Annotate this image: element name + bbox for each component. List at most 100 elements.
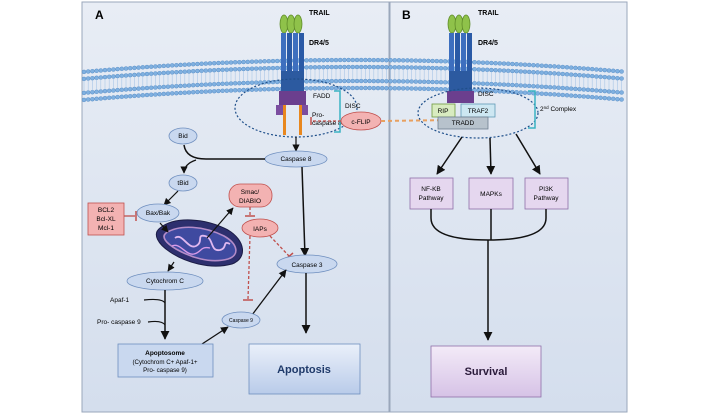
membrane-bead — [472, 60, 477, 65]
membrane-bead — [573, 72, 578, 78]
membrane-bead — [232, 88, 238, 93]
membrane-bead — [430, 79, 435, 85]
membrane-bead — [153, 64, 158, 69]
membrane-bead — [409, 58, 414, 63]
membrane-bead — [581, 73, 586, 78]
membrane-bead — [535, 91, 540, 96]
membrane-bead — [367, 78, 372, 84]
membrane-bead — [552, 64, 557, 69]
membrane-bead — [367, 57, 372, 63]
membrane-bead — [556, 92, 561, 97]
tradd-label: TRADD — [452, 120, 475, 127]
membrane-bead — [94, 96, 99, 102]
membrane-bead — [569, 86, 574, 91]
membrane-bead — [413, 58, 418, 63]
membrane-bead — [161, 63, 167, 69]
membrane-bead — [493, 67, 498, 73]
membrane-bead — [90, 89, 95, 95]
membrane-bead — [472, 67, 477, 72]
membrane-bead — [90, 96, 95, 102]
membrane-bead — [106, 88, 112, 94]
membrane-bead — [518, 83, 523, 88]
membrane-bead — [153, 92, 158, 97]
membrane-bead — [493, 88, 498, 94]
membrane-bead — [569, 93, 574, 98]
membrane-bead — [312, 65, 318, 70]
membrane-bead — [413, 79, 418, 84]
membrane-bead — [560, 71, 565, 77]
membrane-bead — [560, 64, 565, 70]
membrane-bead — [417, 58, 423, 63]
membrane-bead — [190, 82, 196, 88]
membrane-bead — [304, 65, 309, 70]
membrane-bead — [489, 67, 494, 73]
membrane-bead — [182, 83, 188, 88]
membrane-bead — [178, 62, 183, 68]
membrane-bead — [148, 64, 154, 69]
membrane-bead — [560, 92, 565, 98]
membrane-bead — [602, 74, 607, 80]
complex2-to-pi3k-arrow — [515, 133, 541, 175]
membrane-bead — [174, 83, 179, 89]
membrane-bead — [527, 69, 532, 75]
membrane-bead — [476, 60, 481, 65]
membrane-bead — [140, 72, 146, 77]
membrane-bead — [548, 63, 553, 69]
complex2-outline — [417, 87, 539, 139]
membrane-bead — [543, 63, 549, 69]
caspase3-node — [276, 254, 338, 274]
membrane-bead — [606, 96, 612, 101]
membrane-bead — [132, 93, 137, 99]
membrane-bead — [371, 85, 376, 91]
membrane-bead — [405, 58, 410, 63]
membrane-bead — [560, 85, 565, 91]
membrane-bead — [199, 68, 204, 74]
nfkb-label-2: Pathway — [419, 195, 445, 202]
membrane-bead — [144, 64, 150, 70]
membrane-bead — [153, 71, 158, 76]
membrane-bead — [443, 59, 448, 64]
survival-label: Survival — [465, 366, 508, 378]
membrane-bead — [186, 83, 192, 88]
membrane-bead — [443, 87, 448, 92]
membrane-bead — [426, 86, 431, 92]
membrane-bead — [363, 85, 368, 91]
membrane-bead — [140, 65, 146, 70]
membrane-bead — [308, 58, 313, 63]
membrane-bead — [266, 86, 271, 92]
membrane-bead — [367, 64, 372, 70]
membrane-bead — [569, 65, 574, 70]
membrane-bead — [426, 58, 431, 64]
membrane-bead — [388, 85, 393, 91]
membrane-bead — [388, 64, 393, 70]
membrane-bead — [106, 95, 112, 101]
membrane-bead — [127, 65, 133, 71]
membrane-bead — [510, 61, 515, 67]
membrane-bead — [195, 82, 200, 88]
disc-bracket-a — [334, 90, 341, 133]
membrane-bead — [207, 82, 213, 87]
membrane-bead — [619, 97, 624, 102]
membrane-bead — [585, 66, 591, 72]
membrane-bead — [346, 85, 351, 91]
membrane-bead — [207, 61, 213, 66]
trail-ligand-a — [279, 14, 303, 34]
membrane-bead — [157, 70, 162, 76]
membrane-bead — [548, 70, 553, 76]
cflip-to-complex2-arrow — [380, 114, 456, 127]
membrane-bead — [275, 58, 280, 64]
membrane-bead — [413, 86, 418, 91]
membrane-bead — [506, 68, 511, 74]
membrane-bead — [123, 94, 129, 99]
apoptosome-box — [117, 343, 214, 378]
membrane-bead — [111, 74, 116, 79]
membrane-bead — [169, 70, 175, 75]
membrane-bead — [224, 81, 230, 86]
membrane-bead — [405, 79, 410, 84]
membrane-bead — [182, 90, 188, 95]
tbid-label: tBid — [177, 180, 189, 187]
membrane-bead — [216, 60, 221, 66]
tbid-node — [168, 174, 198, 192]
membrane-bead — [573, 86, 578, 92]
